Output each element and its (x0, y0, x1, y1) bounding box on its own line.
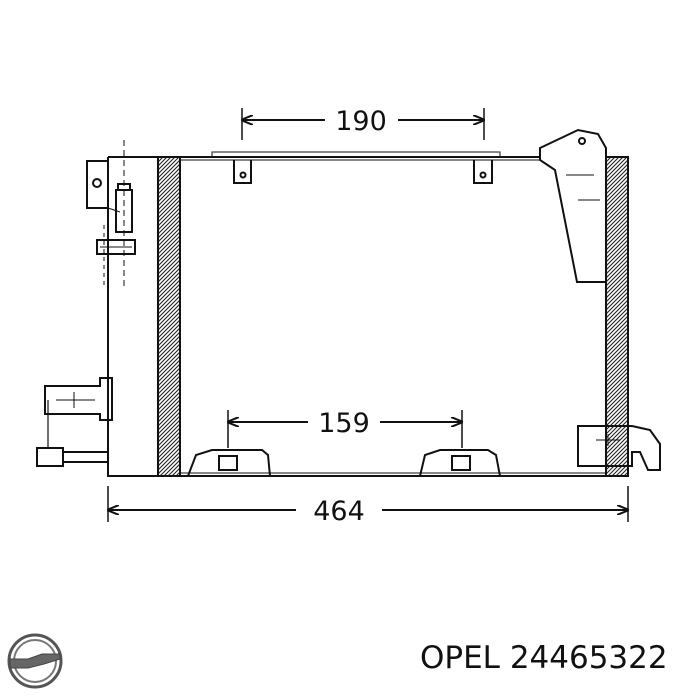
pipe-fitting (36, 447, 64, 467)
condenser-body (36, 128, 661, 477)
part-number: 24465322 (509, 640, 668, 676)
right-upper-bracket (539, 128, 607, 283)
opel-logo-icon (7, 633, 63, 689)
dimension-190: 190 (242, 106, 484, 140)
top-bracket-left (233, 160, 252, 184)
dimension-label-464: 464 (313, 496, 365, 527)
drier-clamp (96, 239, 136, 255)
drier-panel (107, 156, 158, 477)
dimension-159: 159 (228, 408, 462, 448)
dimension-label-190: 190 (335, 106, 387, 137)
top-bracket-right (473, 160, 493, 184)
left-header-tank (157, 156, 181, 477)
right-lower-bracket (577, 425, 661, 471)
part-caption: OPEL 24465322 (420, 640, 668, 690)
brand-name: OPEL (420, 640, 500, 676)
bottom-foot-left (187, 449, 271, 477)
left-top-mount (86, 160, 109, 209)
left-lower-bracket (44, 377, 113, 421)
bottom-foot-right (419, 449, 501, 477)
dimension-label-159: 159 (318, 408, 370, 439)
left-top-mount-hole (92, 178, 102, 188)
right-header-tank (605, 156, 629, 477)
dimension-464: 464 (108, 486, 628, 527)
